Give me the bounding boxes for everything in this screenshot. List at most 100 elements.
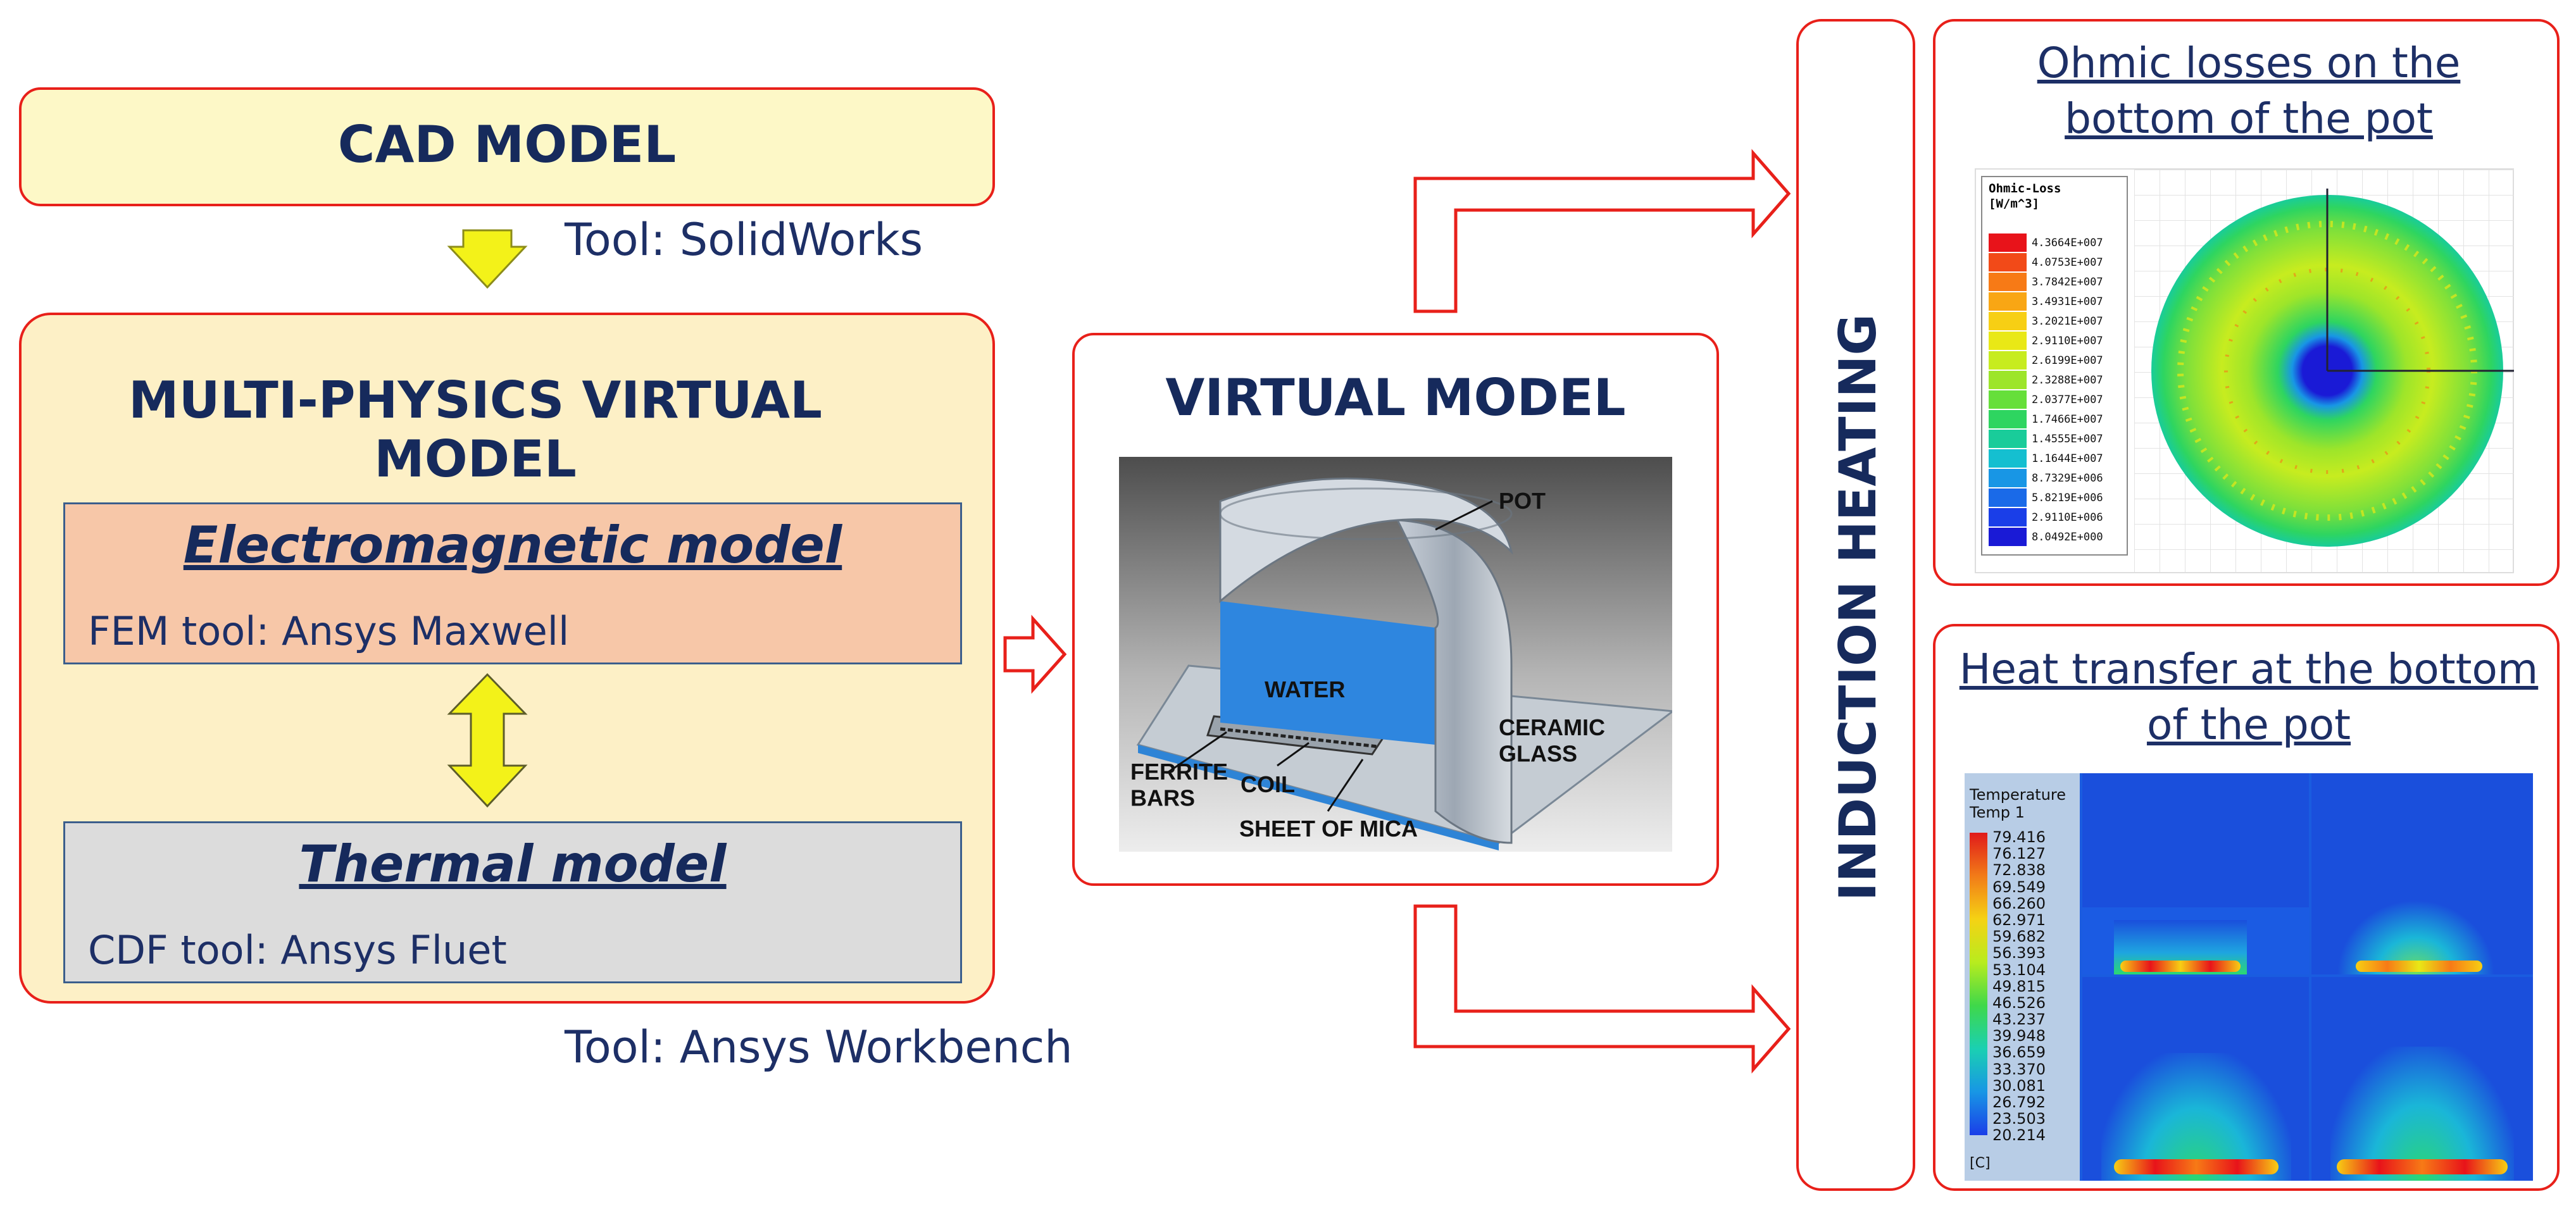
pot-label: POT	[1499, 488, 1546, 514]
ohmic-legend-row: 5.8219E+006	[1989, 488, 2103, 507]
cad-tool-label: Tool: SolidWorks	[565, 214, 923, 266]
ohmic-losses-image: Ohmic-Loss [W/m^3] 4.3664E+007 4.0753E+00…	[1975, 168, 2514, 573]
electromagnetic-model-title: Electromagnetic model	[65, 516, 960, 575]
ohmic-legend-value: 5.8219E+006	[2032, 491, 2103, 504]
ohmic-legend-swatch	[1989, 508, 2027, 526]
ohmic-legend-row: 1.4555E+007	[1989, 429, 2103, 449]
water-label: WATER	[1265, 676, 1345, 702]
ohmic-legend-swatch	[1989, 253, 2027, 271]
temperature-legend-title: Temperature Temp 1	[1970, 786, 2066, 821]
ohmic-legend-swatch	[1989, 469, 2027, 487]
ohmic-legend-value: 3.7842E+007	[2032, 275, 2103, 289]
temperature-legend-value: 26.792	[1992, 1093, 2046, 1111]
em-thermal-double-arrow	[447, 673, 528, 808]
temperature-legend-value: 49.815	[1992, 977, 2046, 995]
thermal-model-title: Thermal model	[65, 835, 960, 893]
ohmic-legend-row: 3.7842E+007	[1989, 272, 2103, 292]
ohmic-legend-value: 3.4931E+007	[2032, 295, 2103, 308]
ohmic-legend-value: 3.2021E+007	[2032, 314, 2103, 328]
ohmic-legend-value: 1.1644E+007	[2032, 452, 2103, 465]
heat-transfer-title: Heat transfer at the bottom of the pot	[1959, 645, 2539, 749]
temperature-legend-value: 20.214	[1992, 1126, 2046, 1145]
ohmic-legend-row: 8.0492E+000	[1989, 527, 2103, 547]
ohmic-legend-value: 2.9110E+006	[2032, 511, 2103, 524]
temperature-legend-value: 33.370	[1992, 1060, 2046, 1078]
virtual-to-ohmic-arrow	[1413, 149, 1791, 313]
mica-label: SHEET OF MICA	[1239, 816, 1418, 842]
ohmic-legend-swatch	[1989, 528, 2027, 546]
temperature-legend-value: 66.260	[1992, 894, 2046, 912]
heat-view-1	[2082, 773, 2309, 974]
heat-transfer-panel: Heat transfer at the bottom of the pot T…	[1933, 624, 2560, 1191]
cad-model-box: CAD MODEL	[19, 87, 995, 206]
ohmic-legend-row: 2.9110E+007	[1989, 331, 2103, 351]
temperature-legend-value: 56.393	[1992, 944, 2046, 962]
ohmic-legend: Ohmic-Loss [W/m^3] 4.3664E+007 4.0753E+00…	[1981, 176, 2128, 556]
ohmic-legend-row: 4.3664E+007	[1989, 233, 2103, 252]
cad-to-multi-arrow	[447, 229, 528, 289]
ohmic-legend-title: Ohmic-Loss [W/m^3]	[1989, 182, 2061, 211]
temperature-legend-value: 72.838	[1992, 861, 2046, 880]
multi-to-virtual-arrow	[1003, 614, 1067, 694]
ohmic-legend-row: 8.7329E+006	[1989, 468, 2103, 488]
ohmic-legend-value: 4.0753E+007	[2032, 256, 2103, 269]
multi-physics-box: MULTI-PHYSICS VIRTUAL MODEL Electromagne…	[19, 313, 995, 1004]
heat-view-2	[2311, 773, 2533, 974]
ohmic-legend-row: 2.0377E+007	[1989, 390, 2103, 409]
temperature-unit: [C]	[1970, 1155, 1991, 1171]
ohmic-legend-swatch	[1989, 371, 2027, 389]
ohmic-loss-plot	[2134, 170, 2514, 572]
ohmic-legend-swatch	[1989, 351, 2027, 370]
temperature-legend-value: 76.127	[1992, 845, 2046, 863]
ohmic-legend-row: 2.6199E+007	[1989, 351, 2103, 370]
ohmic-legend-value: 2.0377E+007	[2032, 393, 2103, 406]
ohmic-legend-swatch	[1989, 312, 2027, 330]
ohmic-legend-row: 3.4931E+007	[1989, 292, 2103, 311]
ohmic-legend-value: 2.6199E+007	[2032, 354, 2103, 367]
ohmic-legend-value: 1.4555E+007	[2032, 432, 2103, 445]
temperature-legend-value: 59.682	[1992, 928, 2046, 946]
virtual-model-title: VIRTUAL MODEL	[1165, 368, 1626, 427]
ohmic-legend-row: 2.9110E+006	[1989, 507, 2103, 527]
ohmic-legend-value: 1.7466E+007	[2032, 413, 2103, 426]
coil-label: COIL	[1241, 771, 1295, 797]
ohmic-legend-row: 1.7466E+007	[1989, 409, 2103, 429]
ohmic-legend-swatch	[1989, 233, 2027, 252]
ohmic-legend-swatch	[1989, 488, 2027, 507]
thermal-model-title-text: Thermal model	[299, 835, 727, 893]
electromagnetic-model-title-text: Electromagnetic model	[183, 516, 842, 575]
temperature-colorbar	[1970, 833, 1987, 1135]
ohmic-legend-row: 4.0753E+007	[1989, 252, 2103, 272]
ohmic-legend-swatch	[1989, 449, 2027, 468]
ohmic-legend-row: 2.3288E+007	[1989, 370, 2103, 390]
ohmic-legend-row: 1.1644E+007	[1989, 449, 2103, 468]
ohmic-losses-panel: Ohmic losses on the bottom of the pot Oh…	[1933, 19, 2560, 586]
workbench-tool-label: Tool: Ansys Workbench	[565, 1021, 1073, 1073]
ohmic-legend-value: 4.3664E+007	[2032, 236, 2103, 249]
ohmic-legend-swatch	[1989, 292, 2027, 311]
ohmic-legend-row: 3.2021E+007	[1989, 311, 2103, 331]
fem-tool-label: FEM tool: Ansys Maxwell	[88, 608, 570, 654]
temperature-legend-value: 39.948	[1992, 1027, 2046, 1045]
ohmic-legend-swatch	[1989, 430, 2027, 448]
multi-physics-title: MULTI-PHYSICS VIRTUAL MODEL	[128, 371, 823, 488]
temperature-legend-value: 36.659	[1992, 1043, 2046, 1062]
ohmic-losses-title: Ohmic losses on the bottom of the pot	[2037, 39, 2461, 143]
ohmic-legend-swatch	[1989, 273, 2027, 291]
temperature-legend-value: 69.549	[1992, 878, 2046, 896]
temperature-legend-value: 23.503	[1992, 1110, 2046, 1128]
ohmic-legend-swatch	[1989, 410, 2027, 428]
electromagnetic-model-box: Electromagnetic model FEM tool: Ansys Ma…	[63, 502, 962, 664]
heat-view-4	[2311, 977, 2533, 1181]
induction-heating-box: INDUCTION HEATING	[1796, 19, 1915, 1191]
cdf-tool-label: CDF tool: Ansys Fluet	[88, 927, 507, 973]
ohmic-legend-value: 2.9110E+007	[2032, 334, 2103, 347]
ohmic-legend-value: 2.3288E+007	[2032, 373, 2103, 387]
temperature-legend-value: 46.526	[1992, 993, 2046, 1012]
